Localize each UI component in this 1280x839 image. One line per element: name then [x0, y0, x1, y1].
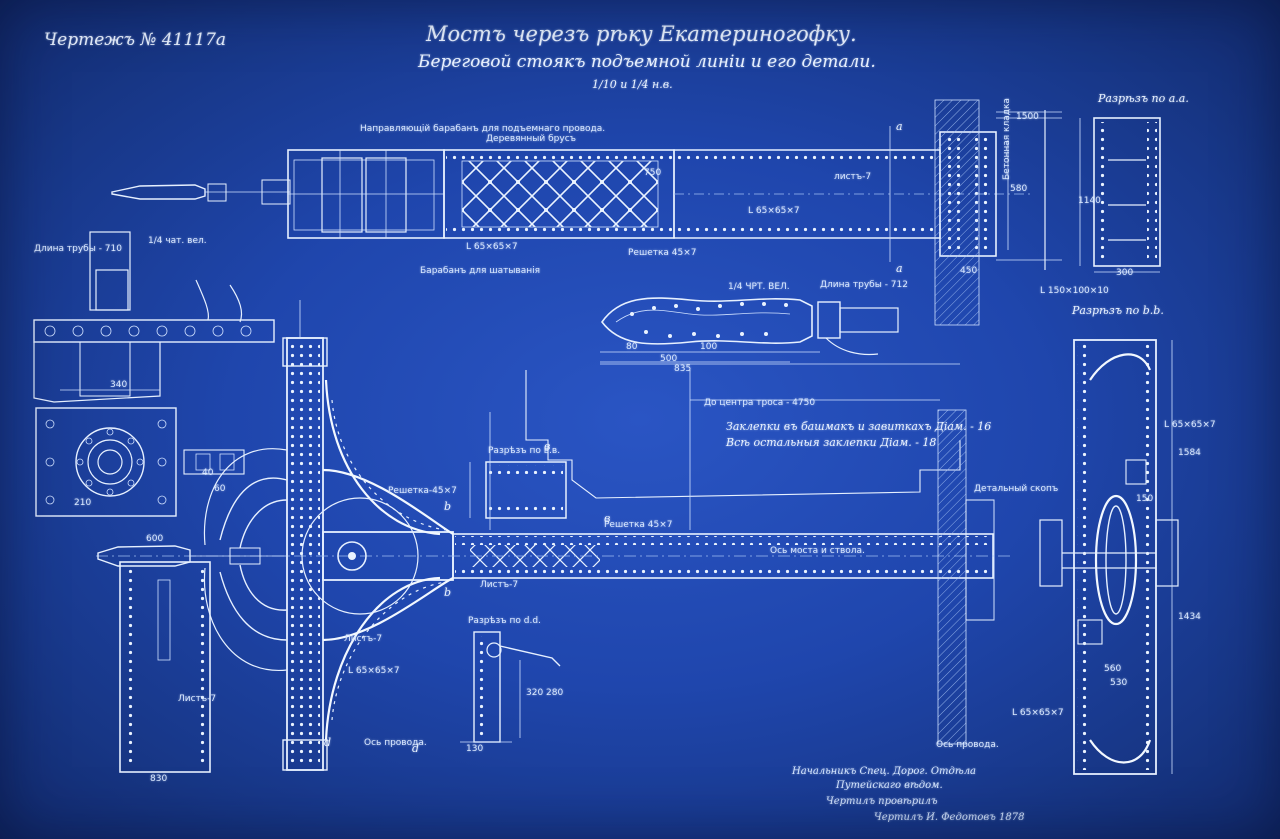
point-b2: b	[444, 586, 452, 599]
angle-label-5: L 65×65×7	[748, 206, 800, 216]
point-v2: в	[604, 512, 611, 525]
point-a1: a	[896, 120, 903, 133]
scale-quarter-2: 1/4 ЧРТ. ВЕЛ.	[728, 282, 790, 292]
section-bb-title: Разрѣзъ по b.b.	[1072, 304, 1164, 317]
dim-530: 530	[1110, 678, 1128, 688]
dim-280: 280	[546, 688, 564, 698]
point-v1: в	[544, 440, 551, 453]
sheet-label-4: листъ-7	[834, 172, 872, 182]
drum-bottom-label: Барабанъ для шатыванія	[420, 266, 541, 276]
dim-80: 80	[626, 342, 638, 352]
drum-top-label: Направляющiй барабанъ для подъемнаго про…	[360, 124, 606, 134]
plan-view	[111, 99, 1062, 326]
dim-60: 60	[214, 484, 226, 494]
lattice-label-1: Решетка 45×7	[628, 248, 697, 258]
dim-600: 600	[146, 534, 164, 544]
section-bb-view	[1039, 339, 1179, 775]
dim-130: 130	[466, 744, 484, 754]
section-dd-view	[460, 631, 561, 743]
dim-1584: 1584	[1178, 448, 1201, 458]
rivets-note-1: Заклепки въ башмакъ и завиткахъ Діам. - …	[726, 420, 992, 433]
to-center-label: До центра троса - 4750	[704, 398, 816, 408]
dim-560: 560	[1104, 664, 1122, 674]
point-d2: d	[412, 742, 420, 755]
dim-1434: 1434	[1178, 612, 1201, 622]
angle-label-1: L 65×65×7	[466, 242, 518, 252]
sheet-label-2: Листъ-7	[344, 634, 383, 644]
drawing-number: Чертежъ № 41117а	[44, 30, 227, 50]
signature-line-4: Чертилъ И. Федотовъ 1878	[874, 812, 1025, 823]
dim-340: 340	[110, 380, 128, 390]
dim-750: 750	[644, 168, 662, 178]
section-vv-view	[469, 461, 567, 519]
pipe-length-1: Длина трубы - 710	[34, 244, 122, 254]
signature-line-1: Начальникъ Спец. Дорог. Отдѣла	[792, 766, 977, 777]
dim-210: 210	[74, 498, 92, 508]
axis-label-2: Ось провода.	[364, 738, 427, 748]
drawing-title: Мостъ черезъ рѣку Екатериногофку.	[426, 22, 857, 46]
dim-580: 580	[1010, 184, 1028, 194]
angle-label-2: L 65×65×7	[348, 666, 400, 676]
dim-1500: 1500	[1016, 112, 1039, 122]
rivets-note-2: Всѣ остальныя заклепки Діам. - 18	[726, 436, 937, 449]
section-aa-view	[1079, 117, 1161, 273]
lattice-label-2: Решетка-45×7	[388, 486, 457, 496]
sheet-label-3: Листъ-7	[178, 694, 217, 704]
sheet-label-1: Листъ-7	[480, 580, 519, 590]
detail-pipe-clamp	[33, 231, 275, 403]
wire-label: Детальный скопъ	[974, 484, 1059, 494]
dim-830: 830	[150, 774, 168, 784]
axis-label-3: Ось провода.	[936, 740, 999, 750]
dim-500: 500	[660, 354, 678, 364]
detail-flange-plate	[35, 407, 245, 517]
dim-300: 300	[1116, 268, 1134, 278]
axis-label-1: Ось моста и ствола.	[770, 546, 865, 556]
dim-1140: 1140	[1078, 196, 1101, 206]
angle-label-6: L 150×100×10	[1040, 286, 1109, 296]
section-vv-title: Разрѣзъ по в.в.	[488, 446, 561, 456]
pipe-length-2: Длина трубы - 712	[820, 280, 908, 290]
center-dimensions	[489, 363, 961, 530]
dim-835: 835	[674, 364, 692, 374]
point-d1: d	[324, 736, 332, 749]
dim-150: 150	[1136, 494, 1154, 504]
concrete-label: Бетонная кладка	[1002, 98, 1012, 180]
signature-line-2: Путейскаго вѣдом.	[836, 780, 943, 791]
dim-40: 40	[202, 468, 214, 478]
main-elevation	[96, 300, 1010, 773]
point-b1: b	[444, 500, 452, 513]
dim-320: 320	[526, 688, 544, 698]
signature-line-3: Чертилъ провѣрилъ	[826, 796, 938, 807]
scale-quarter-1: 1/4 чат. вел.	[148, 236, 207, 246]
section-dd-title: Разрѣзъ по d.d.	[468, 616, 541, 626]
dim-450: 450	[960, 266, 978, 276]
wooden-rail-label: Деревянный брусъ	[486, 134, 577, 144]
right-wall	[937, 409, 995, 745]
angle-label-3: L 65×65×7	[1164, 420, 1216, 430]
drawing-scale: 1/10 и 1/4 н.в.	[592, 78, 673, 91]
drawing-subtitle: Береговой стоякъ подъемной линіи и его д…	[418, 52, 876, 72]
detail-pin	[600, 297, 899, 363]
lattice-label-3: Решетка 45×7	[604, 520, 673, 530]
section-aa-title: Разрѣзъ по а.а.	[1098, 92, 1189, 105]
angle-label-4: L 65×65×7	[1012, 708, 1064, 718]
dim-100: 100	[700, 342, 718, 352]
point-a2: a	[896, 262, 903, 275]
